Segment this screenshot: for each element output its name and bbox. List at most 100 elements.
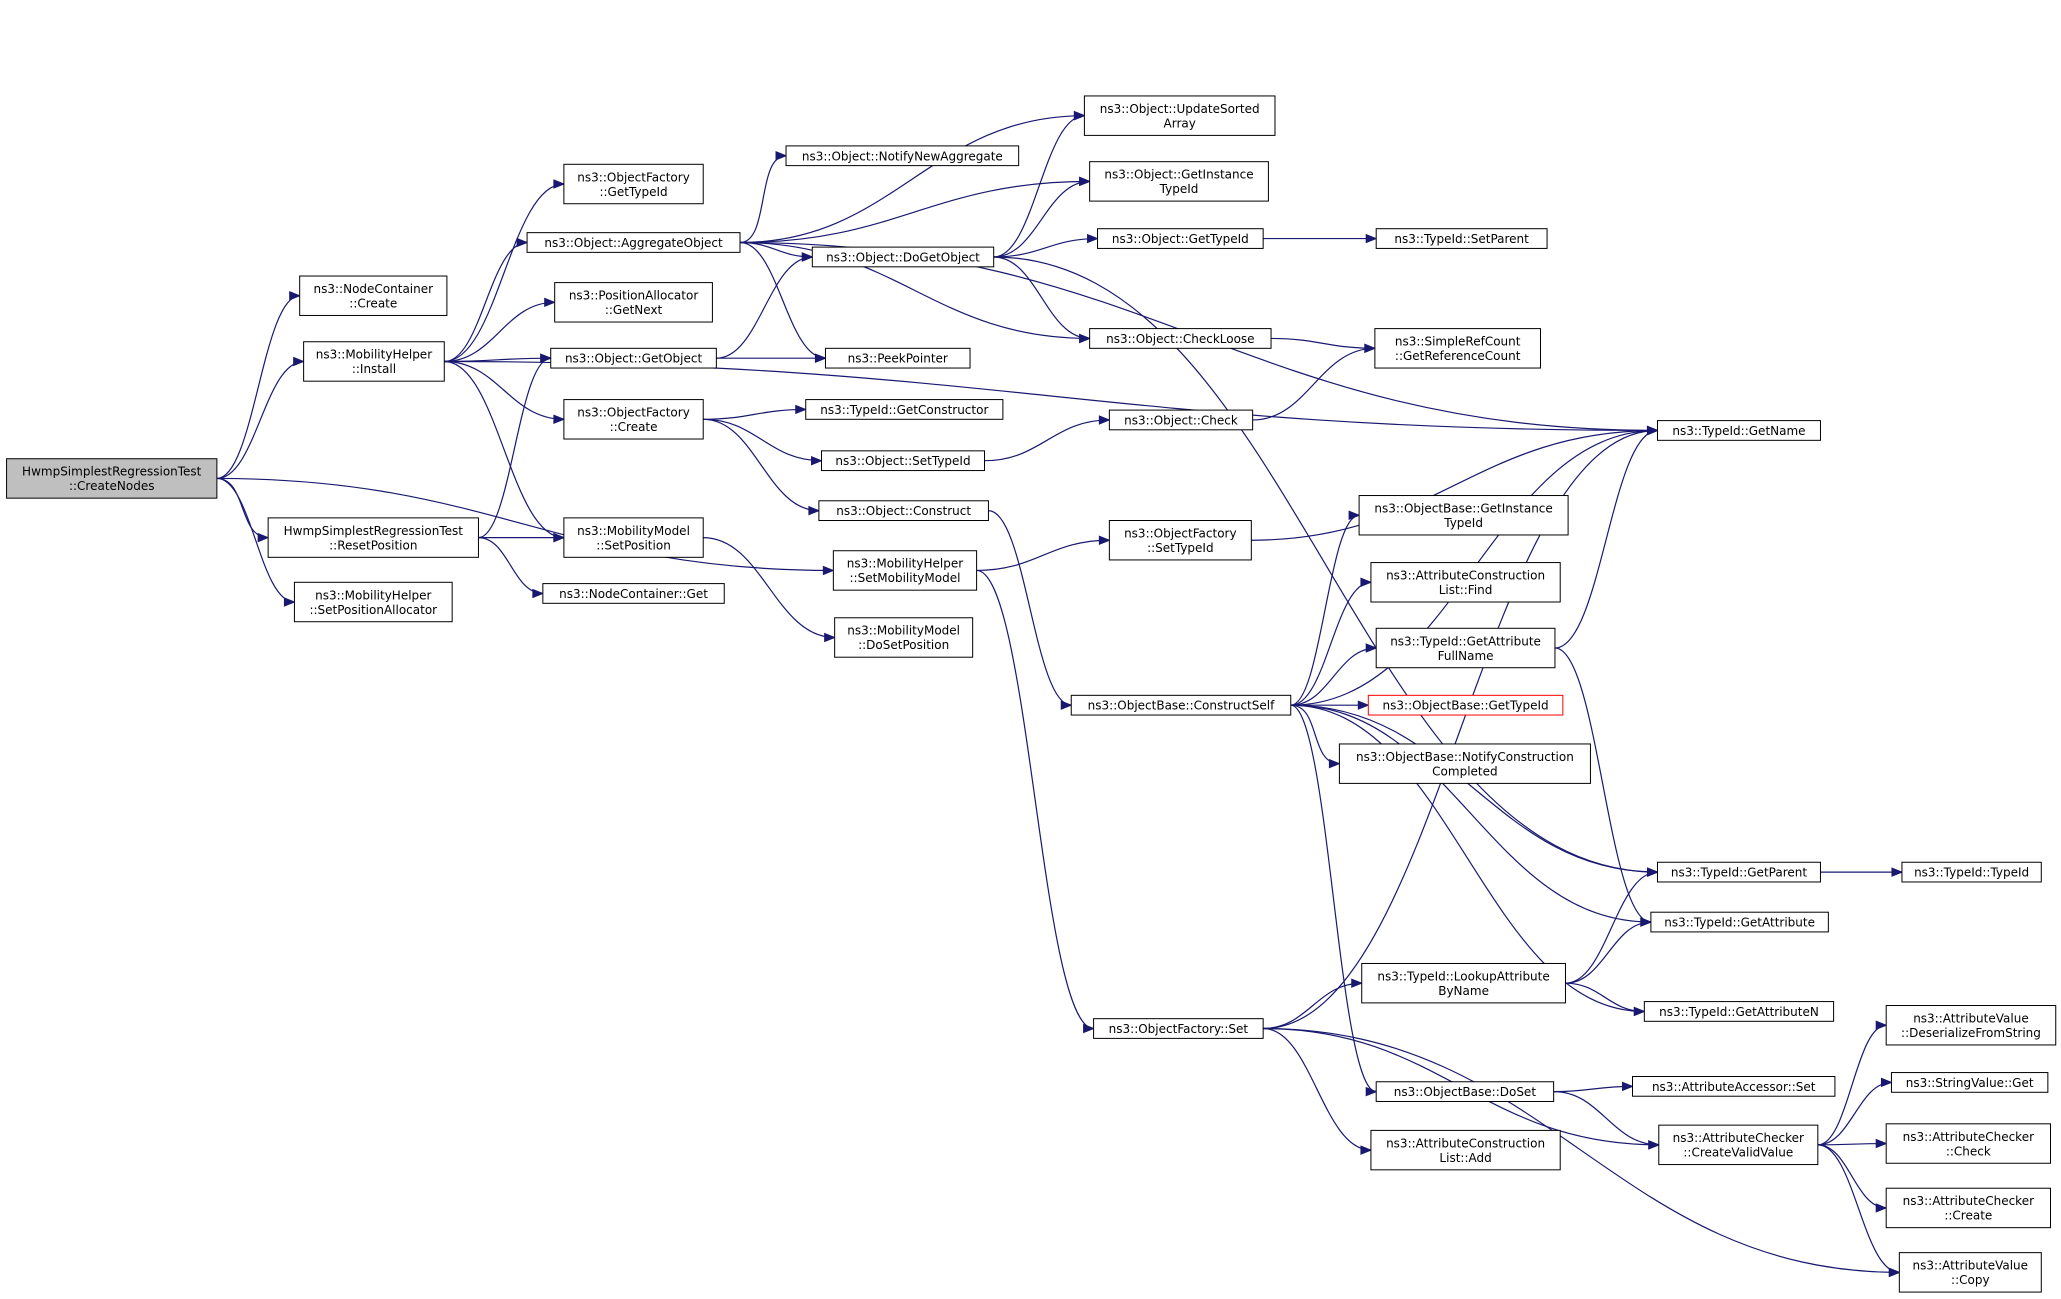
node-label: ns3::TypeId::GetParent [1671, 866, 1807, 880]
node-mh-install[interactable]: ns3::MobilityHelper::Install [303, 341, 445, 382]
node-av-deserialize[interactable]: ns3::AttributeValue::DeserializeFromStri… [1885, 1005, 2057, 1046]
node-label: ns3::Object::DoGetObject [826, 250, 980, 264]
edge-of-create-to-tid-getconstructor [703, 404, 808, 420]
arrowhead-icon [1351, 978, 1364, 988]
node-label: ns3::MobilityModel [577, 524, 690, 538]
arrowhead-icon [1648, 1140, 1661, 1150]
edge-line [444, 241, 528, 363]
node-mm-setpos[interactable]: ns3::MobilityModel::SetPosition [563, 517, 704, 558]
node-label: ::SetTypeId [1147, 541, 1214, 555]
arrowhead-icon [1365, 233, 1378, 244]
node-tid-getparent[interactable]: ns3::TypeId::GetParent [1656, 861, 1821, 883]
edge-ob-constructself-to-tid-getattribute [1290, 704, 1653, 927]
node-label: ns3::TypeId::GetName [1672, 424, 1805, 438]
edge-of-create-to-obj-settypeid [703, 418, 823, 466]
node-ac-create[interactable]: ns3::AttributeChecker::Create [1885, 1187, 2051, 1229]
edge-ac-createvalid-to-sv-get [1817, 1077, 1893, 1146]
node-src-getrefcount[interactable]: ns3::SimpleRefCount::GetReferenceCount [1374, 328, 1541, 369]
node-label: ::GetNext [605, 303, 663, 317]
node-box [1361, 962, 1566, 1004]
node-label: ::Create [610, 420, 658, 434]
node-obj-check[interactable]: ns3::Object::Check [1108, 409, 1254, 431]
edge-line [740, 180, 1090, 244]
node-av-copy[interactable]: ns3::AttributeValue::Copy [1898, 1252, 2042, 1293]
node-nc-get[interactable]: ns3::NodeContainer::Get [542, 583, 725, 604]
node-box [1338, 743, 1591, 784]
edge-line [1565, 921, 1651, 984]
arrowhead-icon [775, 151, 788, 161]
node-of-gettypeid[interactable]: ns3::ObjectFactory::GetTypeId [563, 163, 704, 205]
node-pa-getnext[interactable]: ns3::PositionAllocator::GetNext [554, 282, 713, 323]
node-obj-notifynewagg[interactable]: ns3::Object::NotifyNewAggregate [785, 145, 1020, 167]
node-ac-check[interactable]: ns3::AttributeChecker::Check [1885, 1123, 2051, 1164]
arrowhead-icon [1646, 867, 1659, 877]
edge-line [976, 539, 1110, 572]
node-label: ::Check [1946, 1144, 1991, 1158]
node-label: FullName [1438, 649, 1494, 663]
node-sv-get[interactable]: ns3::StringValue::Get [1890, 1072, 2049, 1093]
edge-mh-setmobmodel-to-of-set [976, 569, 1095, 1034]
node-peekpointer[interactable]: ns3::PeekPointer [824, 347, 971, 369]
edge-ob-constructself-to-ob-doset [1290, 704, 1378, 1097]
node-box [1650, 911, 1829, 933]
node-ob-notifyconstruction[interactable]: ns3::ObjectBase::NotifyConstructionCompl… [1338, 743, 1591, 784]
node-obj-settypeid[interactable]: ns3::Object::SetTypeId [821, 450, 985, 472]
node-obj-getobject[interactable]: ns3::Object::GetObject [550, 347, 717, 369]
node-mh-setmobmodel[interactable]: ns3::MobilityHelper::SetMobilityModel [832, 550, 978, 591]
node-label: ns3::Object::AggregateObject [544, 236, 723, 250]
node-obj-gettypeid[interactable]: ns3::Object::GetTypeId [1097, 228, 1264, 249]
node-root[interactable]: HwmpSimplestRegressionTest::CreateNodes [6, 458, 218, 499]
edge-line [1554, 647, 1651, 923]
edge-root-to-mh-setmobmodel [216, 477, 835, 576]
node-tid-getconstructor[interactable]: ns3::TypeId::GetConstructor [805, 399, 1004, 420]
node-label: ns3::AttributeConstruction [1386, 569, 1545, 583]
node-tid-getname[interactable]: ns3::TypeId::GetName [1656, 420, 1821, 441]
node-box [299, 275, 448, 316]
edge-mm-setpos-to-mm-dosetpos [703, 536, 836, 643]
edge-ob-doset-to-aa-set [1553, 1081, 1634, 1093]
edge-of-set-to-acl-add [1263, 1027, 1373, 1155]
edge-line [444, 360, 564, 420]
node-aa-set[interactable]: ns3::AttributeAccessor::Set [1632, 1076, 1836, 1097]
node-nc-create[interactable]: ns3::NodeContainer::Create [299, 275, 448, 316]
node-mm-dosetpos[interactable]: ns3::MobilityModel::DoSetPosition [834, 617, 974, 658]
node-box [1898, 1252, 2042, 1293]
node-mh-setposalloc[interactable]: ns3::MobilityHelper::SetPositionAllocato… [293, 581, 453, 623]
node-obj-dogetobject[interactable]: ns3::Object::DoGetObject [811, 246, 995, 268]
node-tid-getattribute[interactable]: ns3::TypeId::GetAttribute [1650, 911, 1829, 933]
node-ob-constructself[interactable]: ns3::ObjectBase::ConstructSelf [1070, 694, 1292, 716]
node-box [563, 163, 704, 205]
arrowhead-icon [1360, 1145, 1373, 1155]
node-of-settypeid[interactable]: ns3::ObjectFactory::SetTypeId [1108, 520, 1252, 561]
node-obj-checkloose[interactable]: ns3::Object::CheckLoose [1089, 328, 1272, 349]
edge-reset-pos-to-nc-get [478, 536, 545, 599]
node-label: ns3::NodeContainer::Get [559, 587, 708, 601]
node-label: ns3::Object::GetObject [565, 352, 703, 366]
node-label: Array [1164, 116, 1196, 130]
edge-obj-getobject-to-obj-dogetobject [716, 252, 814, 359]
node-ob-doset[interactable]: ns3::ObjectBase::DoSet [1375, 1081, 1555, 1102]
node-tid-getattributen[interactable]: ns3::TypeId::GetAttributeN [1643, 1001, 1835, 1022]
node-tid-typeid[interactable]: ns3::TypeId::TypeId [1901, 861, 2042, 883]
node-label: ns3::PositionAllocator [569, 289, 699, 303]
node-obj-construct[interactable]: ns3::Object::Construct [818, 500, 989, 522]
node-ac-createvalid[interactable]: ns3::AttributeChecker::CreateValidValue [1658, 1124, 1819, 1166]
node-box [1643, 1001, 1835, 1022]
node-reset-pos[interactable]: HwmpSimplestRegressionTest::ResetPositio… [267, 517, 479, 558]
edge-line [216, 360, 304, 480]
node-label: ns3::AttributeChecker [1903, 1194, 2034, 1208]
node-ob-gettypeid[interactable]: ns3::ObjectBase::GetTypeId [1367, 694, 1564, 716]
edge-ac-createvalid-to-ac-create [1817, 1144, 1888, 1213]
node-tid-setparent[interactable]: ns3::TypeId::SetParent [1375, 228, 1548, 249]
node-of-create[interactable]: ns3::ObjectFactory::Create [563, 399, 704, 440]
node-obj-aggregate[interactable]: ns3::Object::AggregateObject [526, 232, 741, 253]
node-of-set[interactable]: ns3::ObjectFactory::Set [1093, 1018, 1264, 1039]
node-box [1656, 420, 1821, 441]
